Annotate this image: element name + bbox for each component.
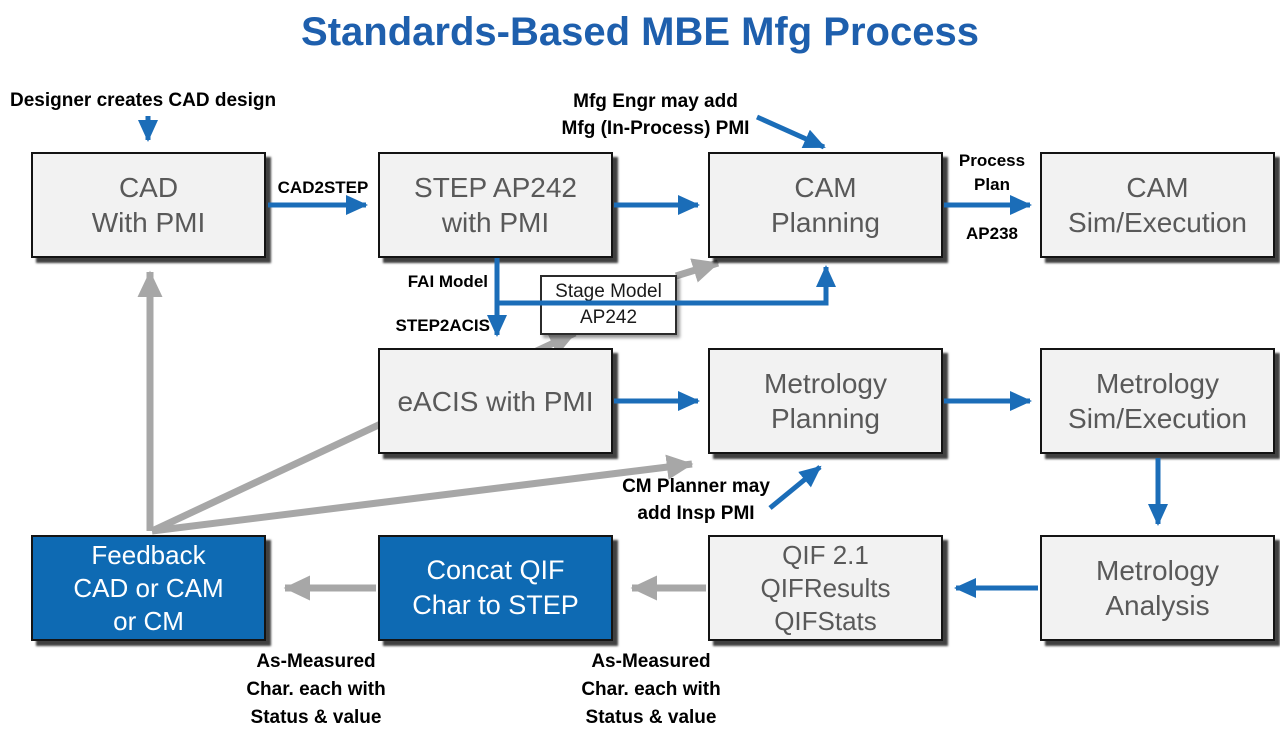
arrow-feedback-to-metrology-planning — [151, 454, 694, 535]
label-cm-planner-line2: add Insp PMI — [637, 503, 755, 524]
label-process-plan-line2: Plan — [974, 175, 1010, 194]
box-step-line2: with PMI — [441, 207, 550, 238]
label-as-measured-right-line2: Char. each with — [581, 679, 721, 700]
box-metrology-analysis: Metrology Analysis — [1040, 535, 1275, 641]
label-process-plan-line1: Process — [958, 151, 1026, 170]
box-met-planning-line1: Metrology — [764, 368, 887, 399]
box-cam-sim-line1: CAM — [1126, 172, 1189, 203]
box-cam-sim-line2: Sim/Execution — [1068, 207, 1247, 238]
box-met-sim-line1: Metrology — [1096, 368, 1219, 399]
box-cam-planning-line1: CAM — [794, 172, 857, 203]
label-cad2step: CAD2STEP — [277, 178, 369, 197]
box-met-analysis-line1: Metrology — [1096, 555, 1219, 586]
box-feedback-line1: Feedback — [91, 539, 206, 570]
label-process-plan: Process Plan — [950, 149, 1034, 197]
box-cam-sim-execution: CAM Sim/Execution — [1040, 152, 1275, 258]
box-met-planning-line2: Planning — [771, 403, 880, 434]
arrow-stage-model-to-cam-planning — [674, 258, 720, 283]
label-fai-model: FAI Model — [407, 272, 488, 291]
box-concat-line2: Char to STEP — [412, 590, 579, 620]
label-cm-planner: CM Planner may add Insp PMI — [612, 473, 780, 527]
label-as-measured-right-line1: As-Measured — [591, 651, 711, 672]
stage-model-line2: AP242 — [579, 307, 638, 328]
box-eacis-with-pmi: eACIS with PMI — [378, 348, 613, 454]
label-ap238: AP238 — [966, 224, 1018, 243]
box-eacis-line1: eACIS with PMI — [397, 385, 594, 417]
box-cam-planning-line2: Planning — [771, 207, 880, 238]
box-qif-line2: QIFResults — [760, 572, 891, 603]
stage-model-line1: Stage Model — [555, 281, 662, 302]
box-met-analysis-line2: Analysis — [1105, 590, 1210, 621]
box-feedback-line2: CAD or CAM — [73, 572, 224, 603]
box-step-ap242: STEP AP242 with PMI — [378, 152, 613, 258]
box-cam-planning: CAM Planning — [708, 152, 943, 258]
label-cm-planner-line1: CM Planner may — [622, 476, 770, 497]
label-mfg-engr: Mfg Engr may add Mfg (In-Process) PMI — [548, 88, 763, 142]
box-met-sim-line2: Sim/Execution — [1068, 403, 1247, 434]
label-designer-creates: Designer creates CAD design — [10, 90, 277, 111]
box-metrology-sim-execution: Metrology Sim/Execution — [1040, 348, 1275, 454]
label-mfg-engr-line1: Mfg Engr may add — [573, 91, 738, 112]
label-as-measured-right-line3: Status & value — [585, 707, 717, 728]
diagram-title: Standards-Based MBE Mfg Process — [301, 10, 979, 54]
arrow-mfg-engr-to-cam-planning — [755, 114, 826, 150]
box-concat-qif: Concat QIF Char to STEP — [378, 535, 613, 641]
label-as-measured-left: As-Measured Char. each with Status & val… — [236, 648, 396, 732]
box-feedback: Feedback CAD or CAM or CM — [31, 535, 266, 641]
box-qif-results: QIF 2.1 QIFResults QIFStats — [708, 535, 943, 641]
label-as-measured-left-line2: Char. each with — [246, 679, 386, 700]
box-cad-with-pmi: CAD With PMI — [31, 152, 266, 258]
label-as-measured-left-line1: As-Measured — [256, 651, 376, 672]
box-metrology-planning: Metrology Planning — [708, 348, 943, 454]
box-feedback-line3: or CM — [113, 605, 184, 636]
box-cad-line2: With PMI — [91, 207, 206, 238]
box-step-line1: STEP AP242 — [414, 172, 577, 203]
arrow-stage-model-line-to-cam-planning — [497, 265, 836, 306]
label-as-measured-right: As-Measured Char. each with Status & val… — [571, 648, 731, 732]
box-cad-line1: CAD — [118, 172, 179, 203]
label-as-measured-left-line3: Status & value — [250, 707, 382, 728]
box-qif-line1: QIF 2.1 — [782, 539, 869, 570]
label-mfg-engr-line2: Mfg (In-Process) PMI — [561, 118, 750, 139]
label-step2acis: STEP2ACIS — [395, 316, 490, 335]
arrow-cm-planner-to-met-planning — [768, 465, 822, 510]
box-concat-line1: Concat QIF — [426, 555, 565, 585]
box-qif-line3: QIFStats — [774, 605, 877, 636]
